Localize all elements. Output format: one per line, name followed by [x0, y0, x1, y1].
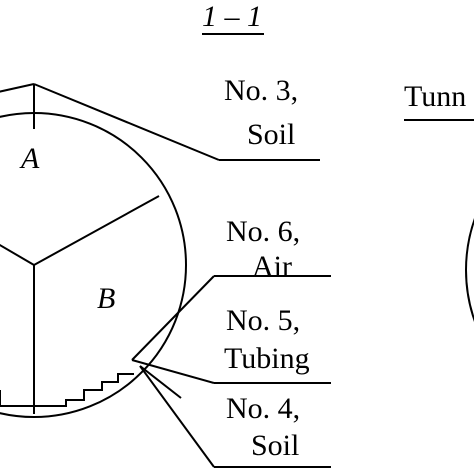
section-title: 1 – 1 — [202, 0, 262, 33]
sensor-3-medium: Soil — [247, 118, 295, 151]
stepped-track-bed — [0, 373, 134, 407]
sensor-6-number: No. 6, — [226, 215, 300, 248]
right-panel-title: Tunn — [404, 80, 466, 113]
divider-upper-right — [33, 195, 160, 266]
sensor-b-leader-middle — [131, 359, 215, 384]
sensor-4-number: No. 4, — [226, 392, 300, 425]
sensor-5-medium: Tubing — [224, 342, 310, 375]
sensor-6-medium: Air — [252, 250, 292, 283]
sensor-a-leader-right — [33, 83, 220, 161]
sensor-5-number: No. 5, — [226, 304, 300, 337]
sensor-3-number: No. 3, — [224, 74, 298, 107]
sensor-b-leader-lower — [139, 365, 215, 468]
sensor-4-medium: Soil — [251, 429, 299, 462]
divider-upper-left — [0, 243, 35, 266]
point-b-label: B — [97, 282, 115, 315]
right-tunnel-circle — [465, 218, 474, 322]
sensor-a-leader-left — [0, 83, 35, 93]
sensor-b-leader-upper — [131, 275, 215, 361]
sensor-b-probe — [139, 365, 182, 399]
point-a-label: A — [19, 142, 40, 175]
